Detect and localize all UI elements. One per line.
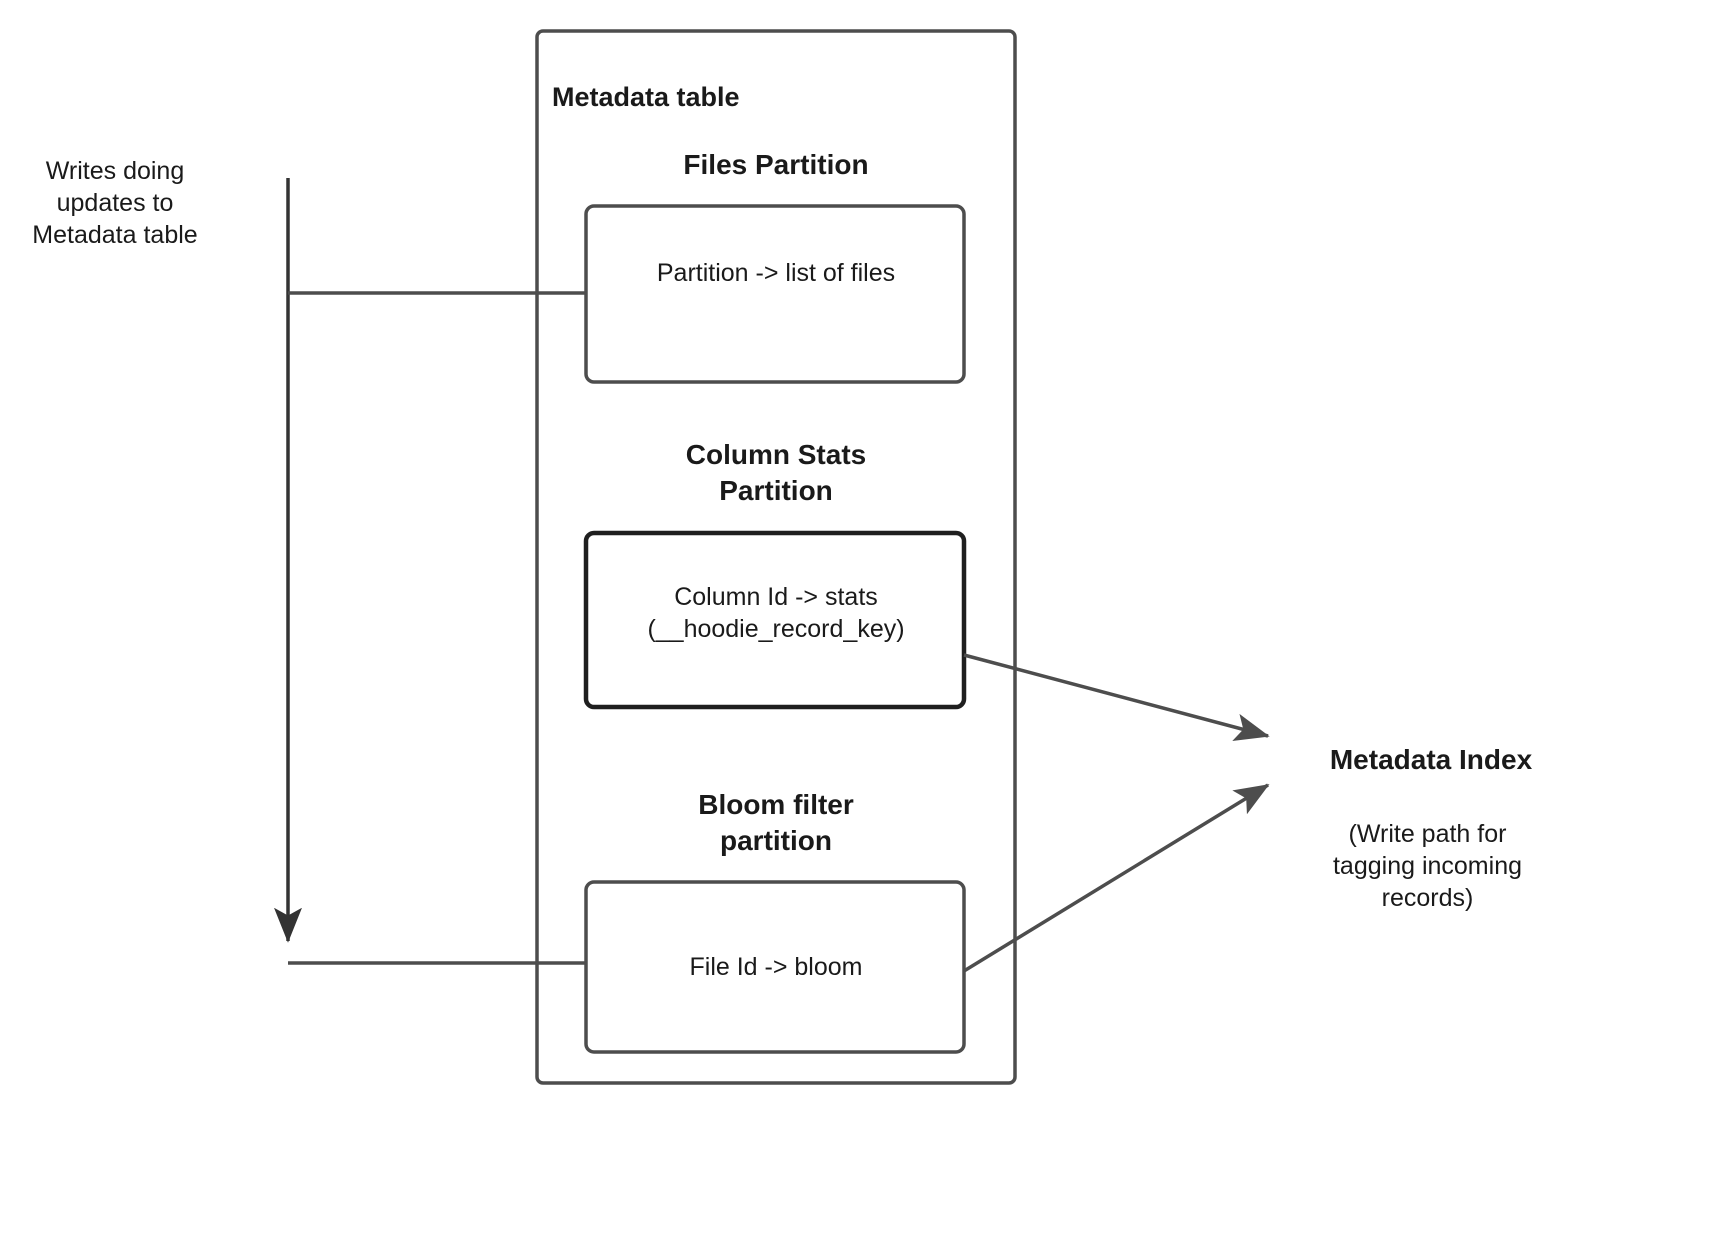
files-partition-box-label: Partition -> list of files [656,259,896,287]
connector-column-stats-to-metadata-index [963,653,1270,741]
column-stats-partition-heading: Column Stats Partition [685,439,867,506]
bloom-filter-partition-heading: Bloom filter partition [698,789,854,856]
metadata-table-title: Metadata table [552,82,740,112]
metadata-index-title: Metadata Index [1329,744,1533,775]
metadata-index-subtitle: (Write path for tagging incoming records… [1332,820,1522,912]
writes-note-label: Writes doing updates to Metadata table [32,157,198,249]
connector-bloom-filter-to-metadata-index [963,783,1270,973]
files-partition-box [584,204,966,384]
metadata-table-container [535,29,1017,1085]
files-partition-heading: Files Partition [683,149,869,180]
bloom-filter-partition-box-label: File Id -> bloom [689,953,863,981]
column-stats-partition-box-label: Column Id -> stats (__hoodie_record_key) [647,583,905,643]
